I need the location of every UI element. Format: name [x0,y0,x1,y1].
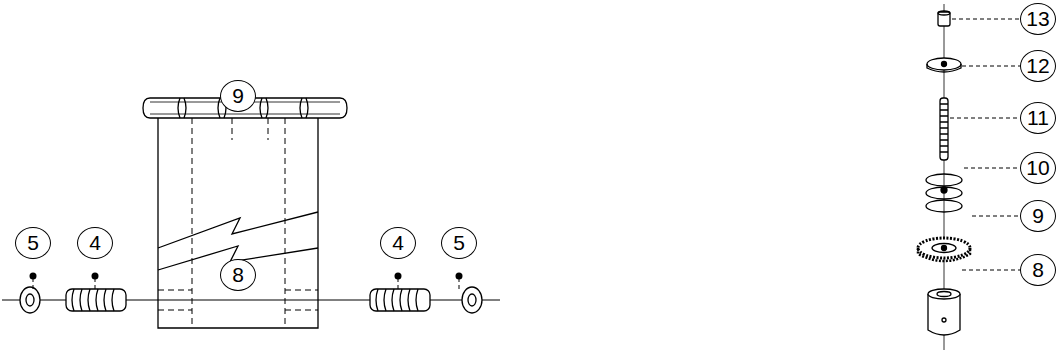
spring [66,289,430,311]
gear [918,238,970,261]
callout-number: 4 [380,227,416,259]
threaded-rod [940,98,948,160]
callout-number: 11 [1020,102,1056,134]
callout-number: 8 [1020,254,1056,286]
leader-line [950,19,1022,270]
callout-number: 9 [220,80,256,112]
body [158,118,318,328]
callout-number: 9 [1020,200,1056,232]
callout-number: 10 [1020,152,1056,184]
cylinder [928,289,960,335]
callout-number: 5 [441,227,477,259]
callout-number: 8 [220,259,256,291]
callout-number: 13 [1020,3,1056,35]
disk [927,58,961,72]
nut [938,11,950,26]
callout-number: 12 [1020,50,1056,82]
washer [20,287,482,313]
callout-number: 5 [15,227,51,259]
callout-number: 4 [77,227,113,259]
spring [926,174,962,212]
